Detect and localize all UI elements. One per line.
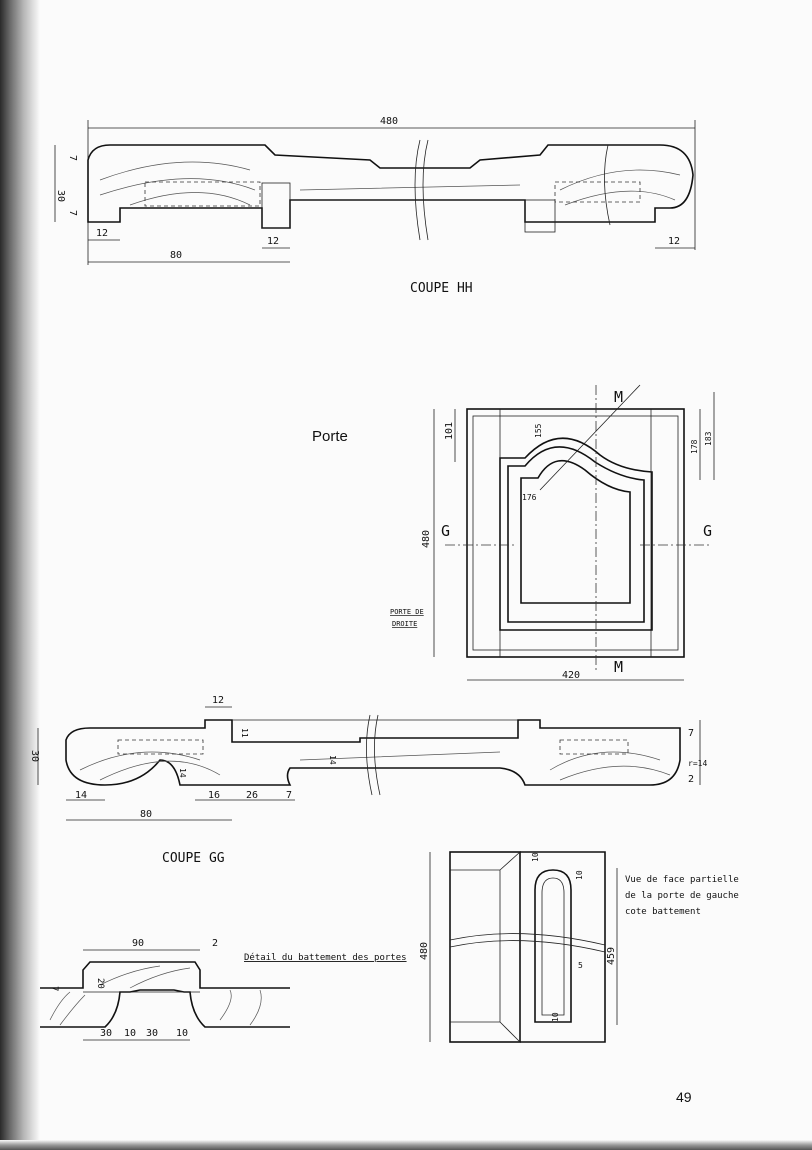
dim-partial-bottom: 10 — [551, 1012, 560, 1022]
door-elevation: Porte 480 420 101 155 176 178 183 M M G … — [312, 384, 715, 681]
dim-partial-top1: 10 — [531, 852, 540, 862]
dim-detail-c: 30 — [146, 1028, 158, 1039]
dim-door-height: 480 — [421, 530, 432, 548]
dim-partial-mid: 5 — [578, 961, 583, 970]
dim-detail-step: 7 — [49, 986, 59, 991]
dim-right-edge: 12 — [668, 236, 680, 247]
dim-gg-16: 16 — [208, 790, 220, 801]
scan-shadow — [0, 0, 40, 1150]
dim-178: 178 — [690, 439, 699, 454]
dim-door-width: 420 — [562, 670, 580, 681]
dim-detail-d: 10 — [176, 1028, 188, 1039]
dim-gg-radius: r=14 — [688, 759, 707, 768]
dim-176: 176 — [522, 493, 537, 502]
partial-view: 480 459 10 10 5 10 Vue de face partielle… — [419, 851, 739, 1043]
door-side-label-1: PORTE DE — [390, 608, 424, 616]
section-gg: 30 12 11 14 80 16 26 7 14 14 7 2 r=14 CO… — [29, 695, 707, 866]
dim-gg-right-top: 7 — [688, 728, 694, 739]
dim-frame-width: 80 — [170, 250, 182, 261]
dim-top-step: 7 — [67, 155, 78, 161]
dim-overall: 480 — [380, 116, 398, 127]
scan-bottom-edge — [0, 1140, 812, 1150]
dim-thickness: 30 — [55, 190, 66, 202]
dim-gg-top: 12 — [212, 695, 224, 706]
section-mark-m-bottom: M — [614, 658, 623, 676]
dim-gg-left-edge: 14 — [75, 790, 87, 801]
dim-101: 101 — [444, 422, 455, 440]
dim-detail-a: 30 — [100, 1028, 112, 1039]
partial-caption-2: de la porte de gauche — [625, 891, 739, 901]
dim-detail-gap: 2 — [212, 938, 218, 949]
dim-partial-inner: 459 — [606, 947, 617, 965]
dim-partial-top2: 10 — [575, 870, 584, 880]
partial-caption-3: cote battement — [625, 907, 701, 917]
section-hh: 480 30 7 7 12 80 12 12 COUPE HH — [54, 116, 696, 296]
dim-bottom-step: 7 — [67, 210, 78, 216]
dim-rebate: 12 — [267, 236, 279, 247]
dim-left-edge: 12 — [96, 228, 108, 239]
dim-gg-panel-thk: 14 — [328, 755, 337, 765]
dim-detail-width: 90 — [132, 938, 144, 949]
detail-battement: 90 2 Détail du battement des portes 7 20… — [40, 938, 407, 1041]
section-mark-g-right: G — [703, 522, 712, 540]
dim-gg-right-bottom: 2 — [688, 774, 694, 785]
page-number: 49 — [676, 1089, 692, 1105]
section-mark-g-left: G — [441, 522, 450, 540]
dim-detail-height: 20 — [95, 978, 105, 989]
dim-gg-thickness: 30 — [29, 750, 40, 762]
section-hh-title: COUPE HH — [410, 281, 473, 296]
section-gg-title: COUPE GG — [162, 851, 225, 866]
door-side-label-2: DROITE — [392, 620, 417, 628]
dim-155: 155 — [534, 423, 543, 438]
dim-gg-frame-width: 80 — [140, 809, 152, 820]
dim-gg-panel-top: 11 — [240, 728, 249, 738]
door-title: Porte — [312, 428, 348, 445]
partial-caption-1: Vue de face partielle — [625, 875, 739, 885]
dim-partial-height: 480 — [419, 942, 430, 960]
dim-gg-panel: 14 — [178, 768, 187, 778]
dim-183: 183 — [704, 431, 713, 446]
dim-gg-26: 26 — [246, 790, 258, 801]
dim-gg-7: 7 — [286, 790, 292, 801]
dim-detail-b: 10 — [124, 1028, 136, 1039]
detail-title: Détail du battement des portes — [244, 952, 407, 963]
section-mark-m-top: M — [614, 388, 623, 406]
